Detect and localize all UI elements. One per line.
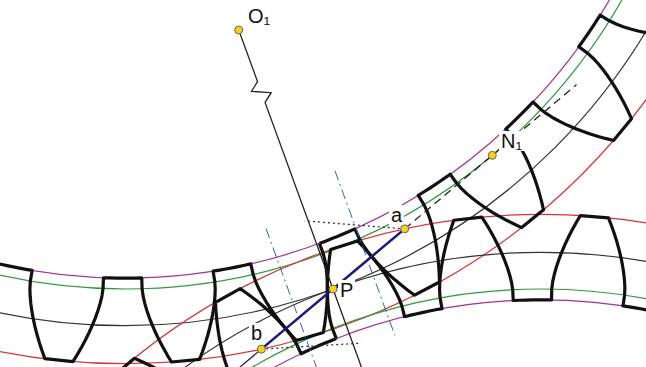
point-marker [235,26,243,34]
point-label: a [389,205,404,225]
gear-circle [0,0,646,278]
point-label: b [249,323,264,343]
gear-circle [0,0,646,289]
point-marker [257,345,265,353]
point-marker [329,285,337,293]
gear-circle [0,0,646,326]
dash-dot-line [335,171,395,335]
active-line-of-action [261,229,404,349]
point-marker [401,225,409,233]
point-label: P [338,280,355,300]
dotted-line [261,343,361,349]
line-of-action-extension [231,349,262,367]
gear-tooth-profile [0,216,646,367]
point-label: O₁ [246,6,272,26]
point-label: N₁ [499,131,524,151]
gear-circle [0,214,646,367]
point-marker [488,151,496,159]
line-of-action-extension [405,85,577,229]
